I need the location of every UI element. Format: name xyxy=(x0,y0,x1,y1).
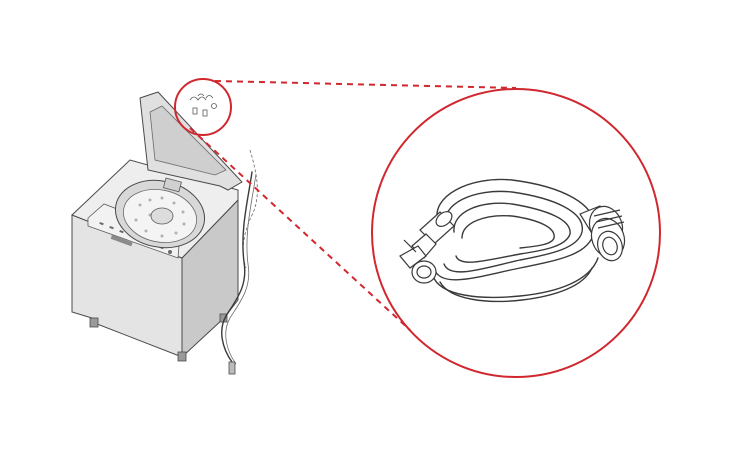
machine-foot-right xyxy=(177,351,187,362)
water-supply-hose-icon xyxy=(399,178,626,303)
accessory-parts-icon xyxy=(189,93,217,117)
machine-foot-left xyxy=(89,317,99,328)
detergent-dispenser xyxy=(162,177,182,193)
callout-connector-lines xyxy=(189,80,517,331)
pulsator xyxy=(150,207,174,225)
detail-callout-circle xyxy=(371,88,661,378)
washing-machine-icon xyxy=(71,91,258,375)
hose-end-fitting xyxy=(228,361,236,375)
right-hose-connector xyxy=(579,205,626,262)
left-hose-connector xyxy=(399,211,455,284)
inlet-hose-back xyxy=(221,171,253,363)
drain-hose-back xyxy=(242,149,258,269)
small-callout-circle xyxy=(174,78,232,136)
lid-window xyxy=(149,105,227,176)
